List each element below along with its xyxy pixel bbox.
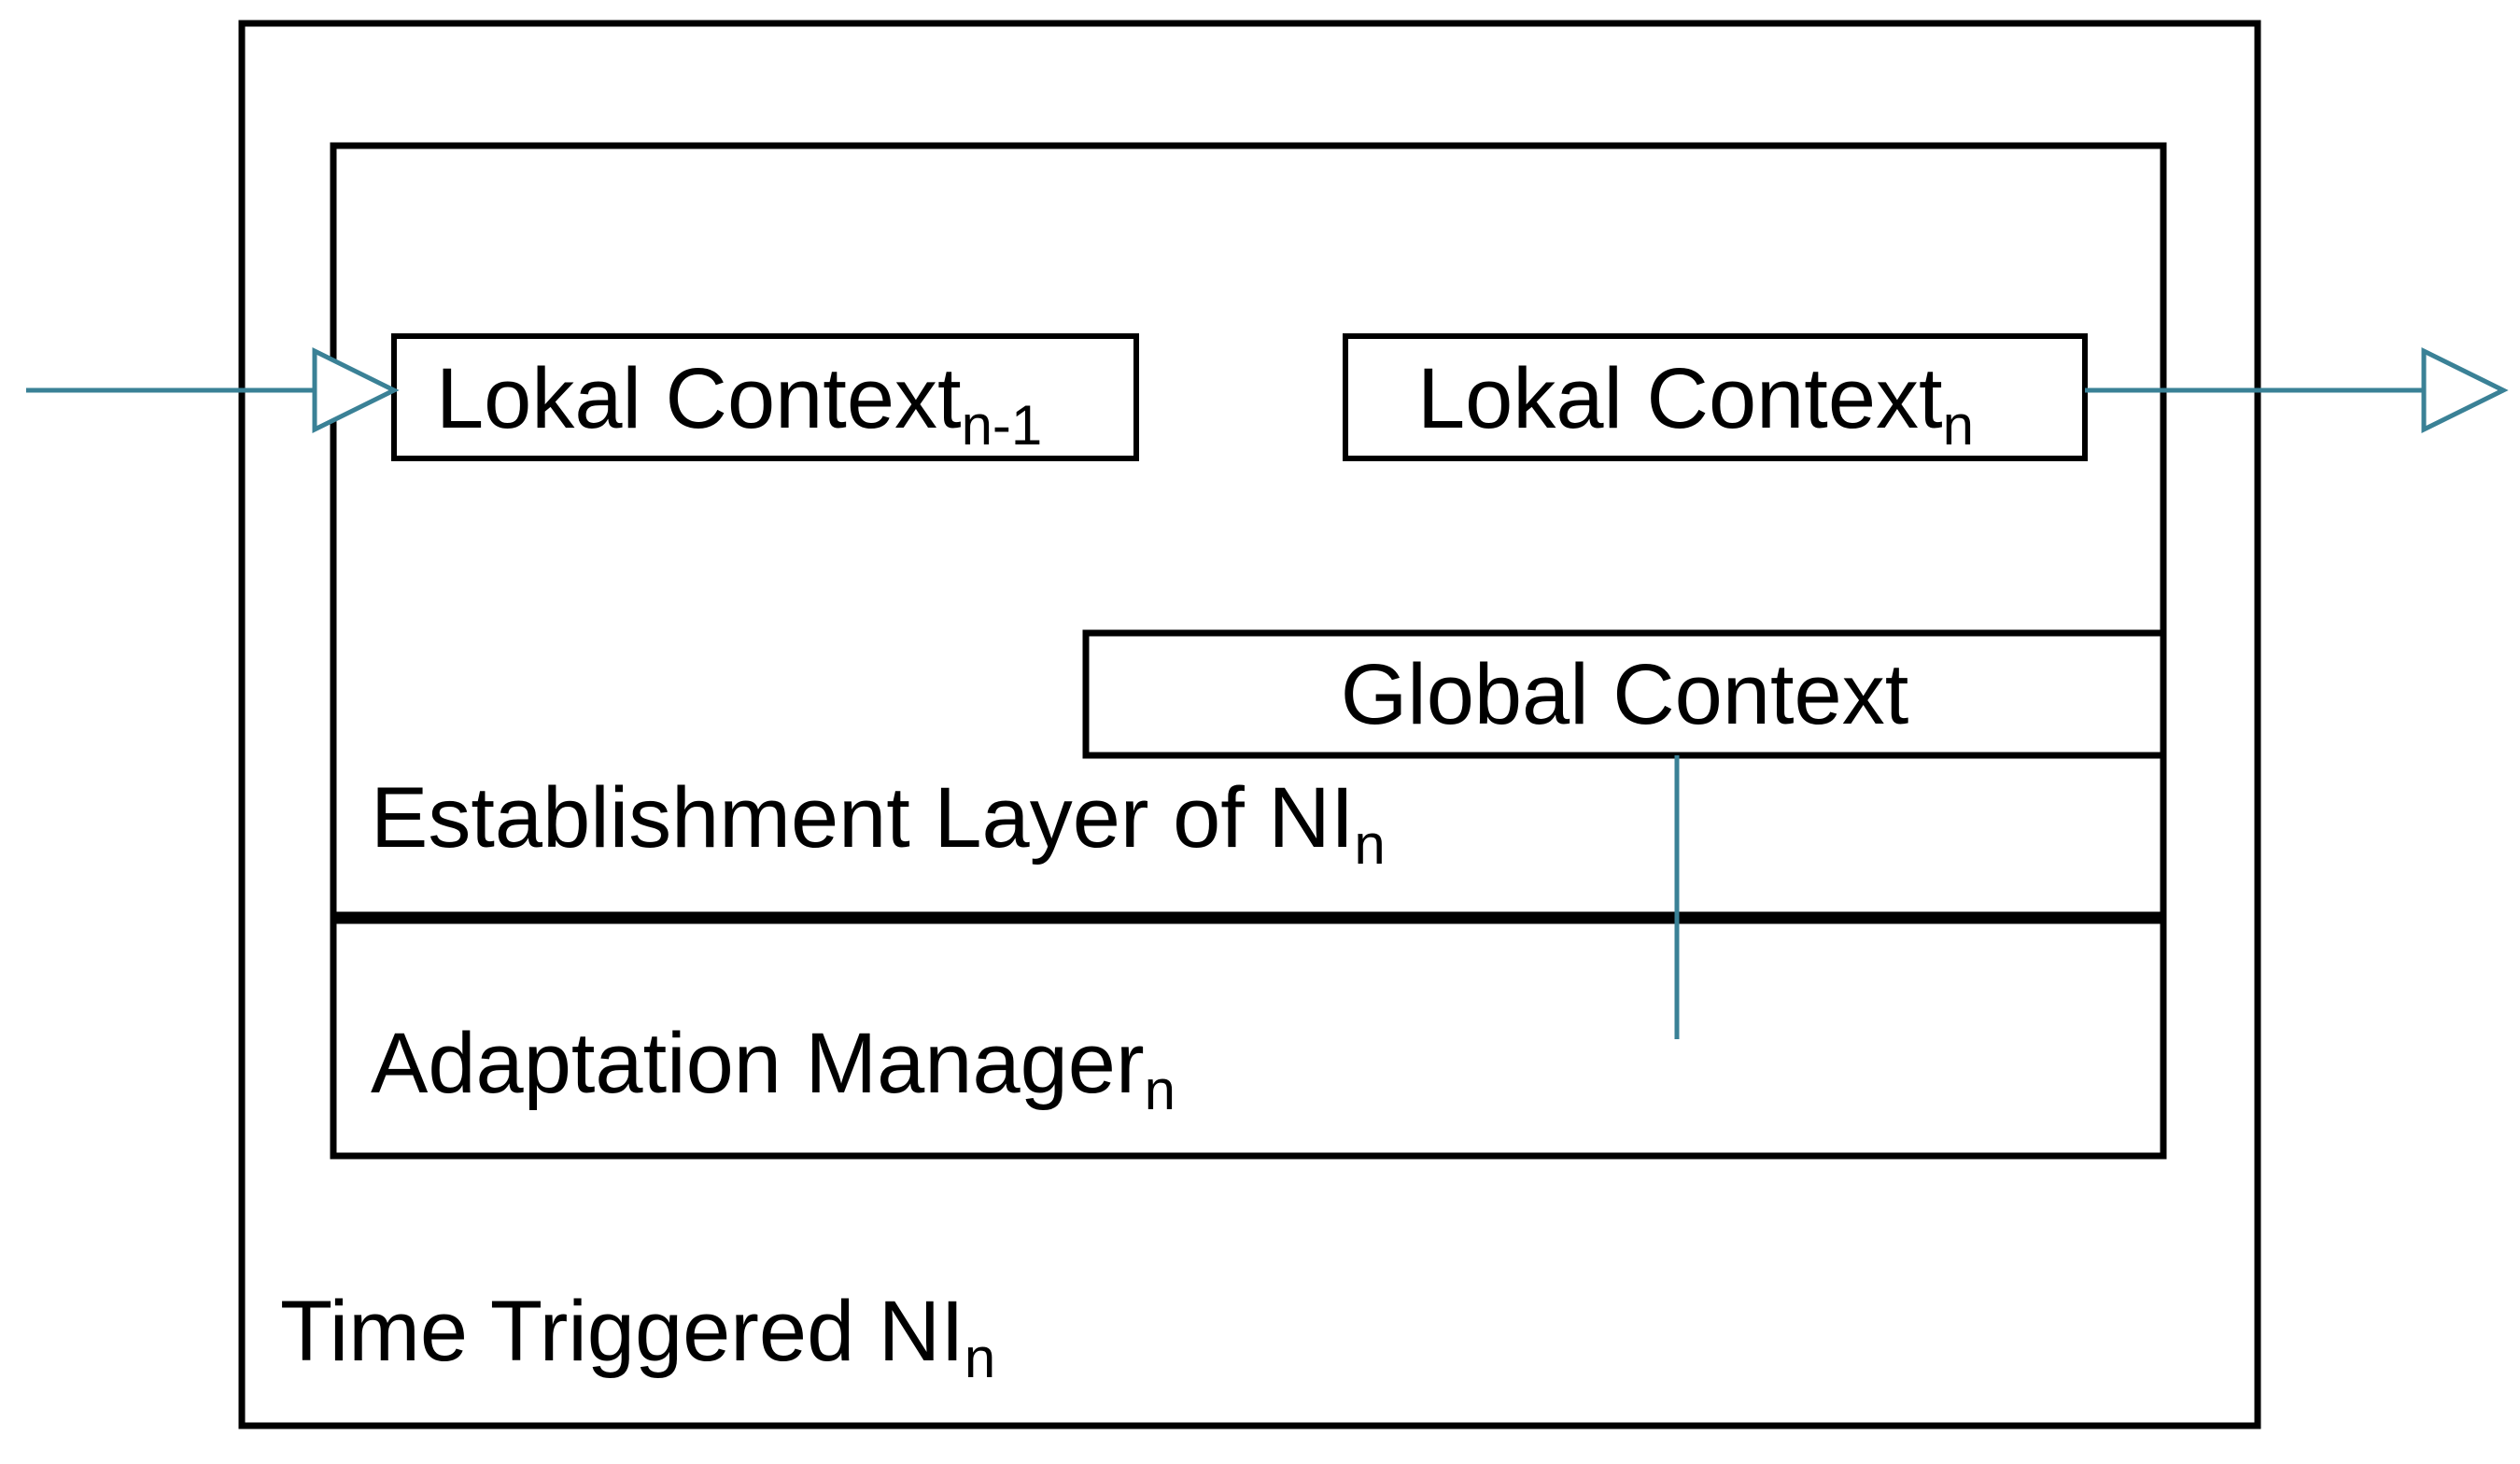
establishment-layer-text: Establishment Layer of NI — [371, 770, 1354, 866]
output-arrow-head — [2421, 346, 2509, 434]
lokal-context-prev-subscript: n-1 — [962, 394, 1043, 457]
adaptation-manager-text: Adaptation Manager — [371, 1016, 1145, 1111]
establishment-layer-box — [330, 142, 2167, 919]
adaptation-manager-box — [330, 917, 2167, 1160]
lokal-context-curr-text: Lokal Context — [1417, 351, 1943, 446]
lokal-context-curr-box — [1343, 333, 2088, 461]
time-triggered-ni-label: Time Triggered NIn — [280, 1284, 995, 1389]
lokal-context-prev-label: Lokal Contextn-1 — [436, 351, 1042, 457]
time-triggered-ni-box — [238, 20, 2261, 1429]
input-arrow-head — [312, 346, 400, 434]
global-context-label: Global Context — [1341, 647, 1909, 742]
time-triggered-ni-subscript: n — [964, 1327, 995, 1389]
lokal-context-curr-subscript: n — [1943, 394, 1974, 457]
output-arrow — [2085, 346, 2509, 434]
lokal-context-curr-label: Lokal Contextn — [1417, 351, 1974, 457]
input-arrow — [26, 346, 400, 434]
adaptation-manager-subscript: n — [1145, 1059, 1176, 1121]
time-triggered-ni-text: Time Triggered NI — [280, 1284, 964, 1379]
establishment-layer-subscript: n — [1354, 813, 1385, 876]
lokal-context-prev-text: Lokal Context — [436, 351, 962, 446]
global-context-box — [1082, 629, 2167, 759]
establishment-layer-label: Establishment Layer of NIn — [371, 770, 1386, 876]
adaptation-manager-label: Adaptation Managern — [371, 1016, 1176, 1121]
lokal-context-prev-box — [391, 333, 1139, 461]
